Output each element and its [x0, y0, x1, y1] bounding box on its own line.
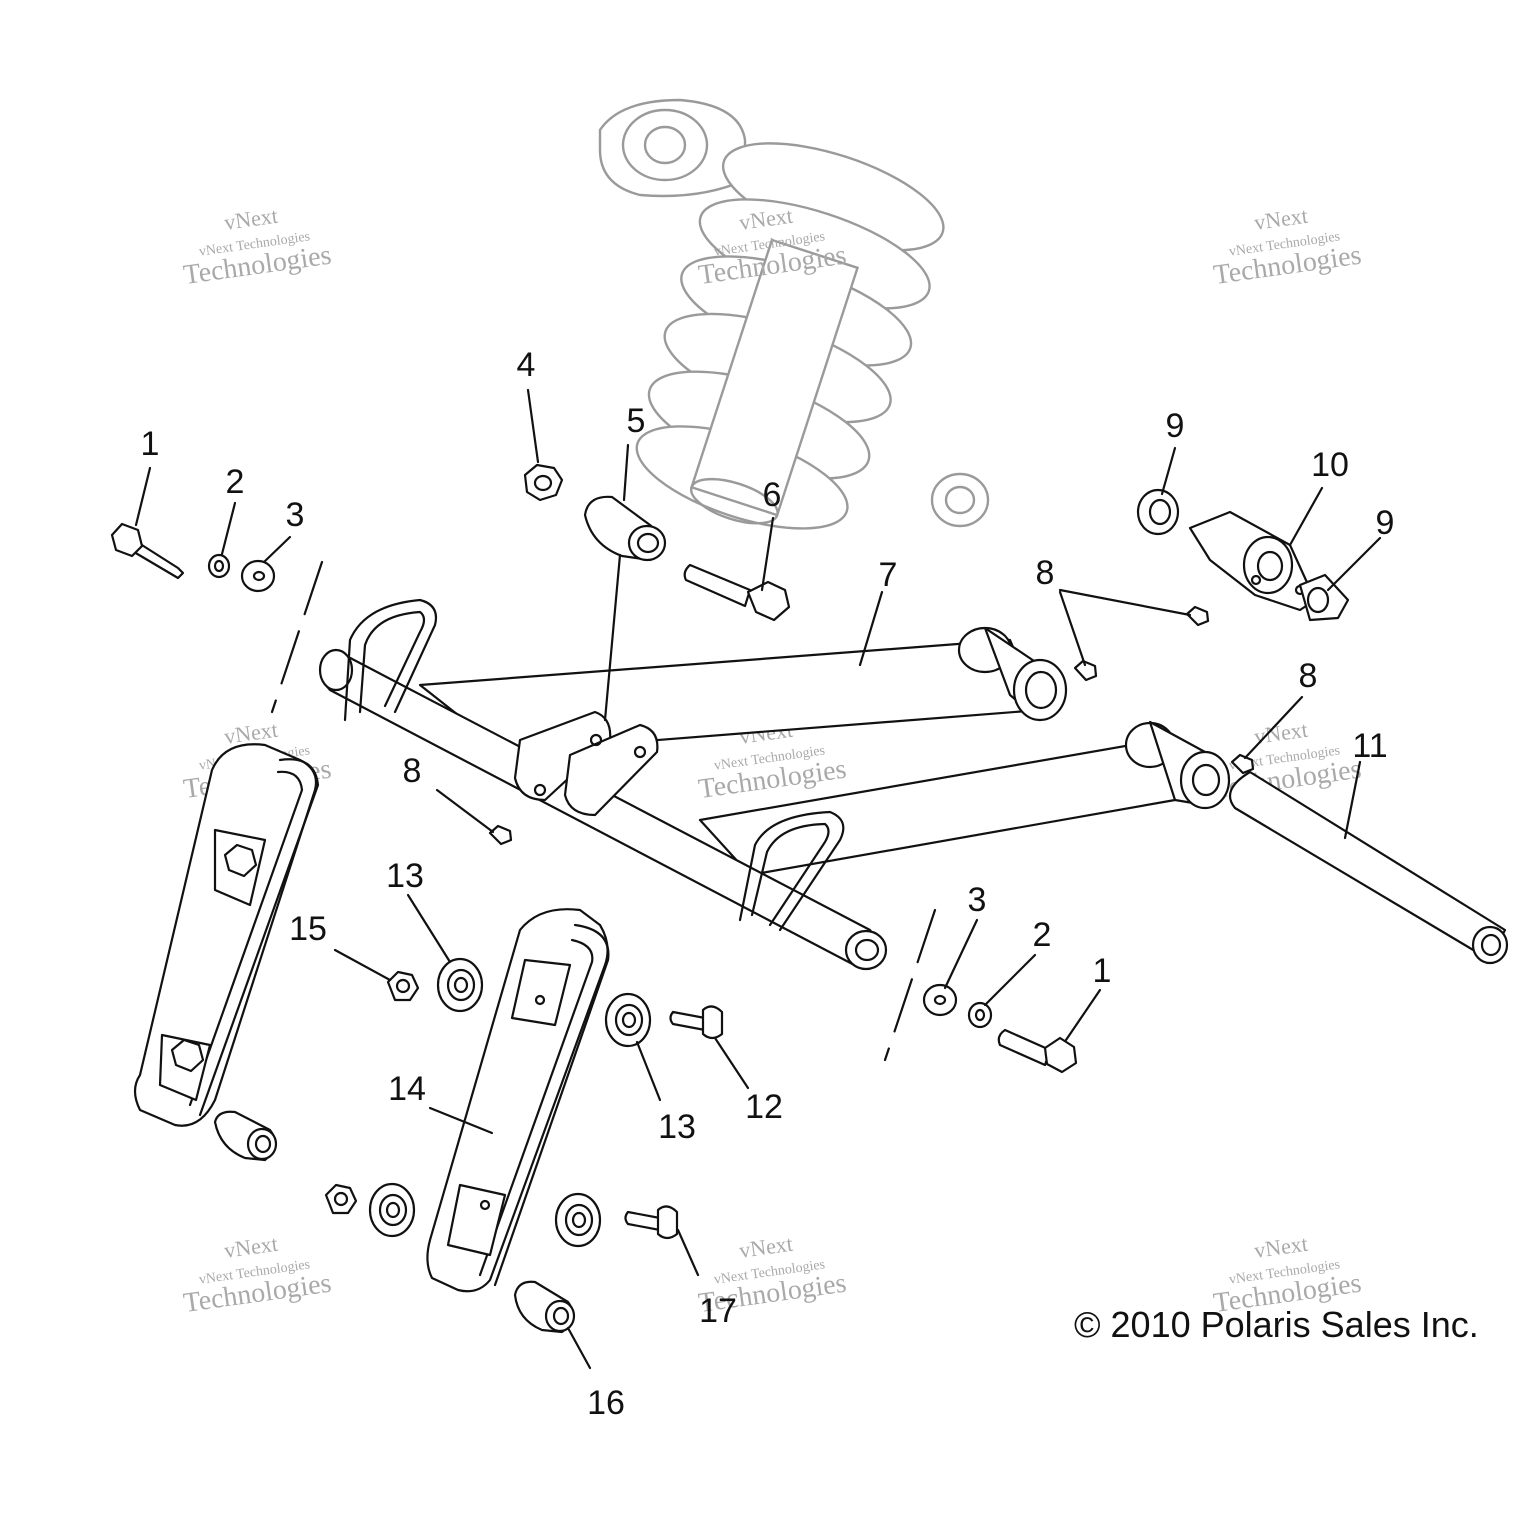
callout-14: 14 — [388, 1070, 426, 1108]
washer-part-9-lower — [1298, 573, 1350, 622]
callout-17: 17 — [699, 1292, 737, 1330]
callout-5: 5 — [627, 402, 646, 440]
washer-part-3-left — [240, 559, 276, 593]
link-arm-left — [133, 743, 320, 1127]
washer-part-2-left — [207, 553, 231, 579]
nut-part-15 — [386, 970, 420, 1002]
grease-fitting-part-8-d — [488, 824, 513, 846]
bolt-part-17 — [624, 1205, 679, 1240]
copyright-notice: © 2010 Polaris Sales Inc. — [1074, 1304, 1479, 1345]
grease-fitting-part-8-c — [1230, 753, 1255, 775]
callout-13-left: 13 — [386, 857, 424, 895]
bolt-part-12 — [669, 1005, 724, 1040]
washer-part-9-upper — [1136, 488, 1180, 536]
callout-9-upper: 9 — [1166, 407, 1185, 445]
bolt-part-6 — [683, 563, 791, 622]
link-arm-part-14 — [426, 908, 610, 1293]
callout-11: 11 — [1352, 727, 1387, 765]
callout-3-right: 3 — [968, 881, 987, 919]
callout-8-right: 8 — [1299, 657, 1318, 695]
callout-2-left: 2 — [226, 463, 245, 501]
watermark-text: vNext — [1253, 1231, 1310, 1263]
sleeve-part-16 — [513, 1280, 576, 1334]
callout-10: 10 — [1311, 446, 1349, 484]
shaft-part-11 — [1228, 770, 1509, 965]
callout-8-left: 8 — [403, 752, 422, 790]
shock-absorber — [598, 98, 990, 530]
watermark-text: vNext — [1253, 717, 1310, 749]
callout-15: 15 — [289, 910, 327, 948]
callout-13-right: 13 — [658, 1108, 696, 1146]
callout-6: 6 — [763, 476, 782, 514]
axis-line-left — [270, 560, 324, 714]
nut-part-4 — [523, 463, 564, 502]
washer-lower-left — [368, 1182, 416, 1238]
watermark-text: vNext — [223, 203, 280, 235]
bolt-part-1-right — [997, 1028, 1078, 1074]
grease-fitting-part-8-a — [1073, 659, 1098, 682]
grease-fitting-part-8-b — [1185, 605, 1210, 627]
callout-1-left: 1 — [141, 425, 160, 463]
callout-labels: 1 2 3 4 5 6 7 8 9 10 9 8 11 8 13 15 3 2 … — [141, 346, 1395, 1422]
callout-9-lower: 9 — [1376, 504, 1395, 542]
leader-lines — [134, 388, 1382, 1370]
nut-lower — [324, 1183, 358, 1215]
watermark-text: vNext — [223, 1231, 280, 1263]
callout-12: 12 — [745, 1088, 783, 1126]
callout-3-left: 3 — [286, 496, 305, 534]
bolt-part-1-left — [110, 522, 185, 580]
callout-2-right: 2 — [1033, 916, 1052, 954]
washer-part-13-right — [604, 992, 652, 1048]
bushing-part-10 — [1188, 510, 1317, 612]
washer-part-13-left — [436, 957, 484, 1013]
sleeve-part-16-left — [213, 1110, 278, 1162]
watermark-text: vNext — [1253, 203, 1310, 235]
callout-4: 4 — [517, 346, 536, 384]
a-frame-part-7 — [318, 598, 1231, 971]
sleeve-part-5 — [583, 495, 667, 562]
axis-line-right — [883, 908, 937, 1062]
watermark-text: vNext — [738, 1231, 795, 1263]
washer-lower-right — [554, 1192, 602, 1248]
callout-8-upper: 8 — [1036, 554, 1055, 592]
callout-1-right: 1 — [1093, 952, 1112, 990]
callout-7: 7 — [879, 556, 898, 594]
washer-part-3-right — [922, 983, 958, 1017]
washer-part-2-right — [967, 1001, 993, 1029]
callout-16: 16 — [587, 1384, 625, 1422]
